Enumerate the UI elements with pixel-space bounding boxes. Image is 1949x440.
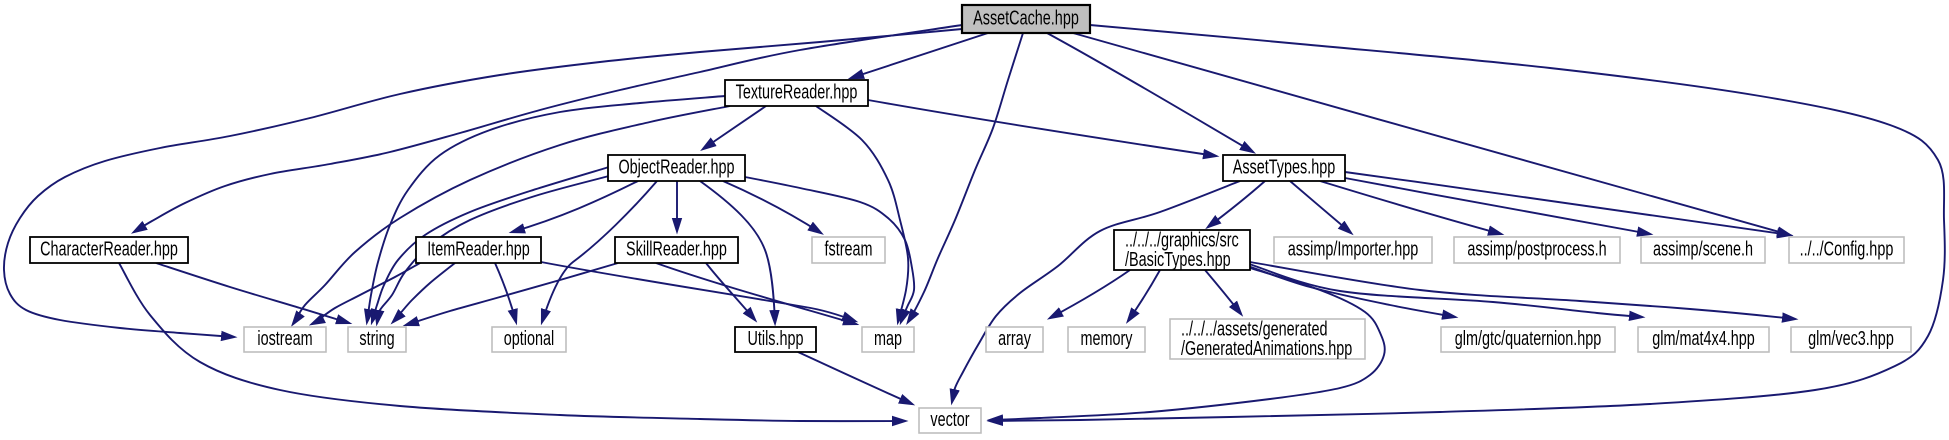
svg-text:Utils.hpp: Utils.hpp (748, 328, 804, 350)
svg-text:fstream: fstream (825, 239, 873, 261)
svg-text:ItemReader.hpp: ItemReader.hpp (427, 239, 530, 261)
svg-text:array: array (998, 328, 1031, 350)
svg-text:/GeneratedAnimations.hpp: /GeneratedAnimations.hpp (1181, 338, 1352, 360)
svg-text:../../../assets/generated: ../../../assets/generated (1181, 319, 1328, 341)
svg-text:map: map (874, 328, 902, 350)
svg-text:TextureReader.hpp: TextureReader.hpp (736, 82, 858, 104)
svg-text:AssetCache.hpp: AssetCache.hpp (973, 8, 1079, 30)
svg-text:/BasicTypes.hpp: /BasicTypes.hpp (1125, 249, 1231, 271)
svg-text:memory: memory (1081, 328, 1133, 350)
svg-text:SkillReader.hpp: SkillReader.hpp (626, 239, 727, 261)
svg-text:assimp/scene.h: assimp/scene.h (1653, 239, 1753, 261)
svg-text:../../Config.hpp: ../../Config.hpp (1800, 239, 1894, 261)
svg-text:../../../graphics/src: ../../../graphics/src (1125, 230, 1239, 252)
svg-text:string: string (359, 328, 394, 350)
svg-text:optional: optional (504, 328, 554, 350)
svg-text:glm/gtc/quaternion.hpp: glm/gtc/quaternion.hpp (1455, 328, 1602, 350)
svg-text:AssetTypes.hpp: AssetTypes.hpp (1233, 157, 1336, 179)
svg-text:glm/vec3.hpp: glm/vec3.hpp (1808, 328, 1894, 350)
svg-text:CharacterReader.hpp: CharacterReader.hpp (40, 239, 178, 261)
svg-text:assimp/Importer.hpp: assimp/Importer.hpp (1288, 239, 1419, 261)
svg-text:iostream: iostream (257, 328, 312, 350)
svg-text:glm/mat4x4.hpp: glm/mat4x4.hpp (1652, 328, 1755, 350)
svg-text:vector: vector (930, 409, 969, 431)
svg-text:ObjectReader.hpp: ObjectReader.hpp (618, 157, 734, 179)
svg-text:assimp/postprocess.h: assimp/postprocess.h (1467, 239, 1606, 261)
